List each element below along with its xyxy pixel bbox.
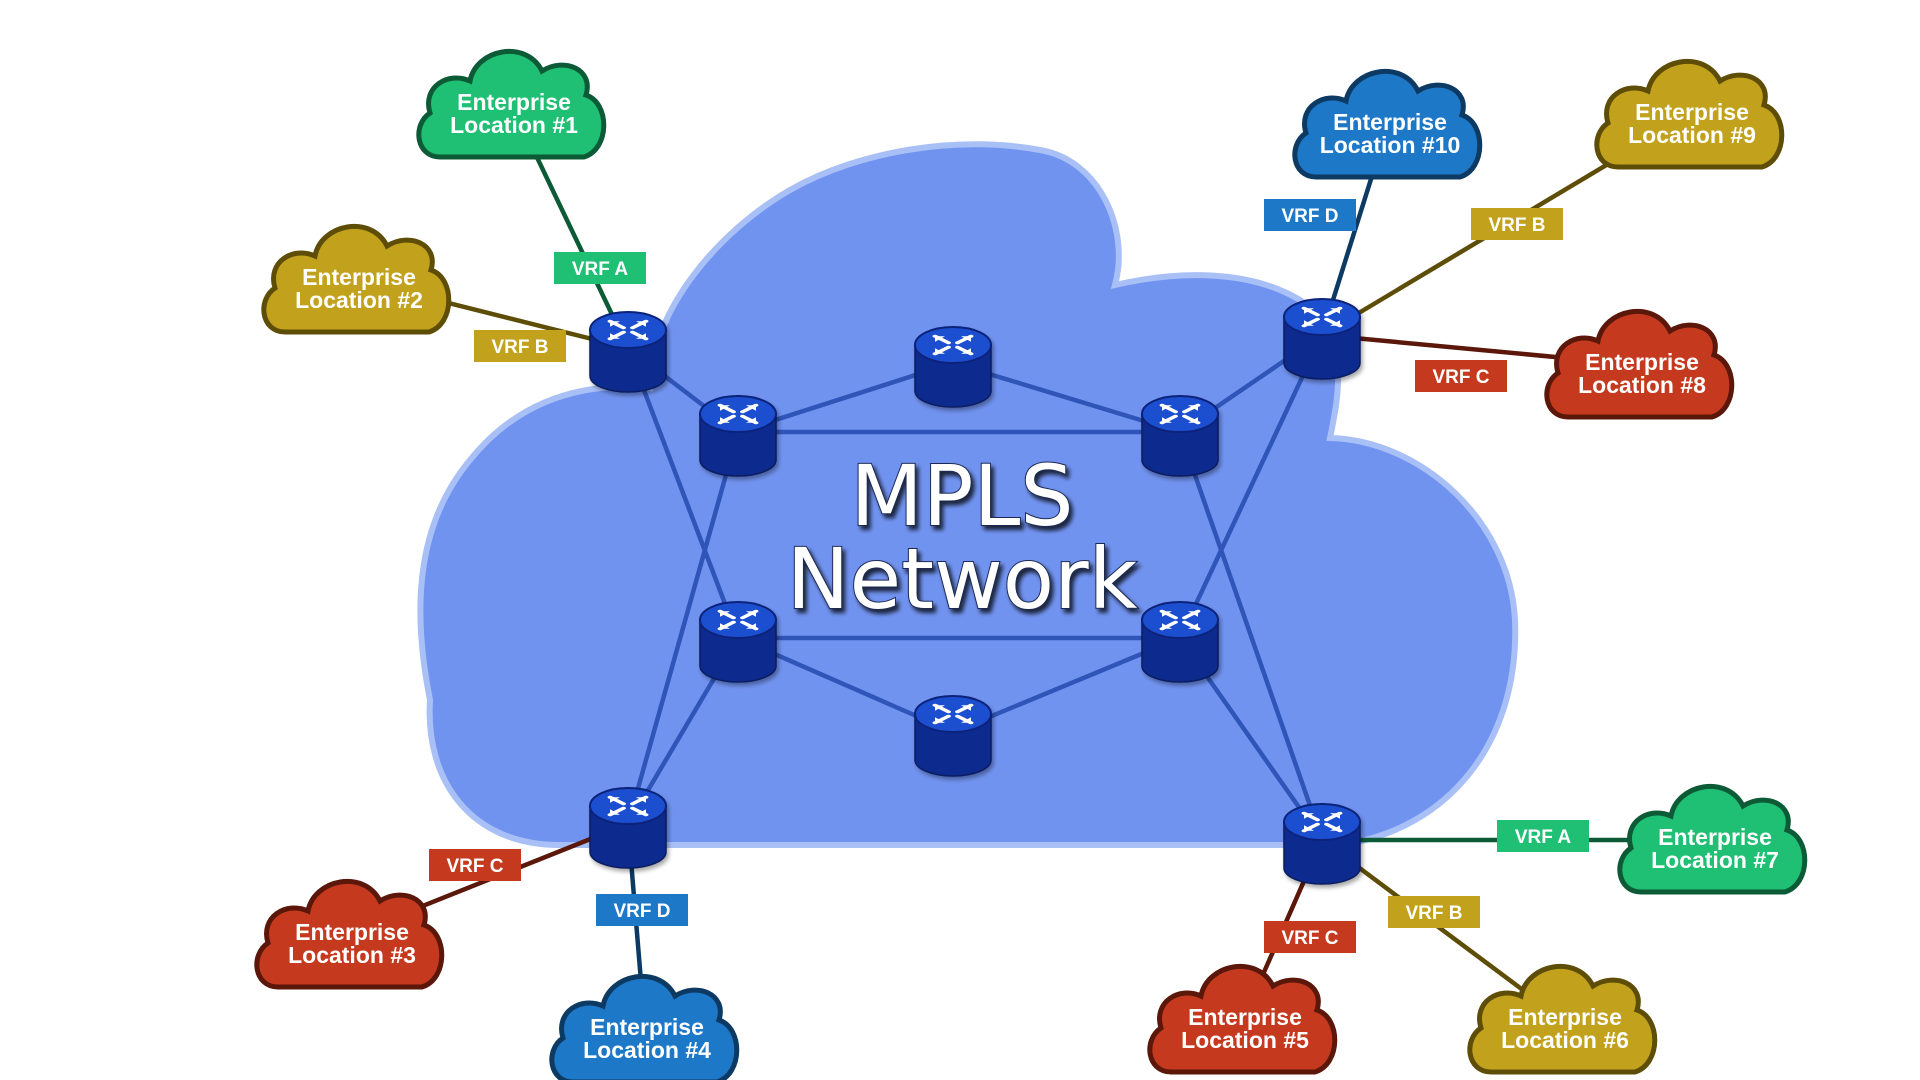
router-icon	[1283, 803, 1361, 885]
site-cloud-shape	[549, 974, 740, 1080]
site-label-line-1: Enterprise	[302, 264, 416, 290]
site-cloud-shape	[416, 49, 607, 160]
site-label-line-1: Enterprise	[1188, 1004, 1302, 1030]
vrf-label-layer: VRF A VRF B VRF C VRF D VRF C VRF B VRF A VRF C…	[429, 199, 1589, 953]
vrf-label: VRF B	[1471, 208, 1563, 240]
site-cloud-shape	[1544, 309, 1735, 420]
site-label-line-1: Enterprise	[295, 919, 409, 945]
title-line-1: MPLS	[850, 447, 1073, 545]
site-label-line-2: Location #6	[1501, 1027, 1629, 1053]
vrf-label: VRF D	[1264, 199, 1356, 231]
site-label-line-1: Enterprise	[1658, 824, 1772, 850]
site-cloud-shape	[261, 224, 452, 335]
router-icon	[699, 601, 777, 683]
vrf-label: VRF D	[596, 894, 688, 926]
site-label-line-2: Location #10	[1320, 132, 1461, 158]
vrf-label-text: VRF B	[1406, 903, 1463, 924]
vrf-label-text: VRF C	[447, 856, 504, 877]
router-icon	[589, 787, 667, 869]
vrf-label-text: VRF B	[492, 337, 549, 358]
diagram-title: MPLS Network	[786, 446, 1139, 629]
vrf-label-text: VRF D	[614, 901, 671, 922]
site-cloud-shape	[1147, 964, 1338, 1075]
vrf-label-text: VRF A	[1515, 827, 1572, 848]
site-label-line-1: Enterprise	[457, 89, 571, 115]
vrf-label: VRF B	[1388, 896, 1480, 928]
site-label-line-2: Location #3	[288, 942, 416, 968]
site-label-line-1: Enterprise	[1635, 99, 1749, 125]
router-icon	[1283, 298, 1361, 380]
core-link	[1177, 334, 1325, 639]
router-icon	[699, 395, 777, 477]
site-label-line-2: Location #5	[1181, 1027, 1309, 1053]
vrf-label: VRF C	[1264, 921, 1356, 953]
site-label-line-1: Enterprise	[1508, 1004, 1622, 1030]
router-icon	[1141, 395, 1219, 477]
routers-layer	[589, 298, 1361, 885]
site-cloud-shape	[1467, 964, 1658, 1075]
core-link	[625, 431, 741, 825]
core-link	[1177, 431, 1325, 841]
vrf-label: VRF B	[474, 330, 566, 362]
router-icon	[914, 695, 992, 777]
site-label-line-2: Location #2	[295, 287, 423, 313]
site-cloud-shape	[1292, 69, 1483, 180]
router-icon	[1141, 601, 1219, 683]
vrf-label-text: VRF A	[572, 259, 629, 280]
site-cloud-shape	[1594, 59, 1785, 170]
router-icon	[589, 311, 667, 393]
site-label-line-2: Location #1	[450, 112, 578, 138]
site-label-line-2: Location #9	[1628, 122, 1756, 148]
site-label-line-2: Location #7	[1651, 847, 1779, 873]
site-cloud-shape	[254, 879, 445, 990]
vrf-label: VRF C	[429, 849, 521, 881]
site-label-line-1: Enterprise	[590, 1014, 704, 1040]
site-label-line-2: Location #8	[1578, 372, 1706, 398]
router-icon	[914, 326, 992, 408]
site-label-line-1: Enterprise	[1585, 349, 1699, 375]
vrf-label-text: VRF C	[1433, 367, 1490, 388]
vrf-label: VRF A	[554, 252, 646, 284]
vrf-label-text: VRF C	[1282, 928, 1339, 949]
vrf-label-text: VRF D	[1282, 206, 1339, 227]
vrf-label-text: VRF B	[1489, 215, 1546, 236]
site-label-line-2: Location #4	[583, 1037, 711, 1063]
vrf-label: VRF C	[1415, 360, 1507, 392]
title-line-2: Network	[787, 530, 1138, 628]
mpls-cloud	[417, 141, 1519, 848]
core-link	[625, 347, 741, 639]
mpls-cloud-shape	[417, 141, 1519, 848]
site-cloud-shape	[1617, 784, 1808, 895]
vrf-label: VRF A	[1497, 820, 1589, 852]
site-label-line-1: Enterprise	[1333, 109, 1447, 135]
